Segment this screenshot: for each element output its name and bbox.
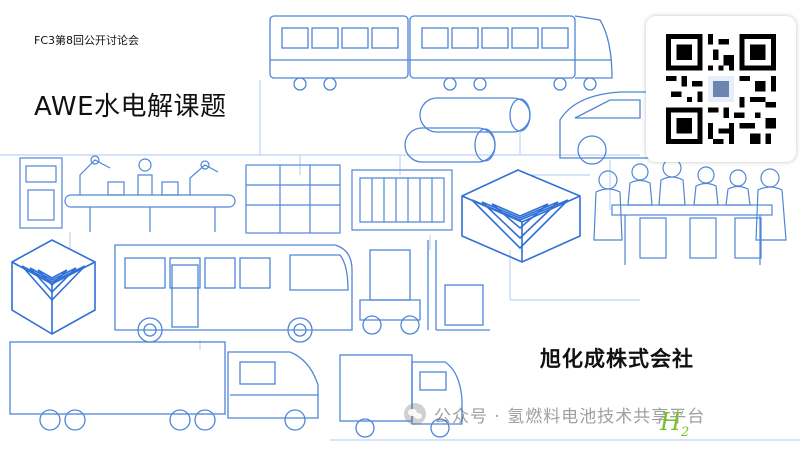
fuel-cell-module-illustration bbox=[245, 164, 453, 234]
train-illustration bbox=[269, 15, 613, 91]
factory-conveyor-illustration bbox=[19, 155, 236, 232]
watermark: 公众号 · 氢燃料电池技术共享平台 bbox=[404, 400, 705, 428]
h2-logo-letter: H bbox=[660, 408, 681, 436]
electrolyser-cube-left bbox=[11, 239, 96, 335]
car-illustration bbox=[559, 91, 651, 165]
slide-title: AWE水电解课题 bbox=[34, 92, 227, 122]
hydrogen-tanks-illustration bbox=[404, 97, 531, 163]
electrolyser-cube-right bbox=[461, 169, 581, 263]
wechat-icon bbox=[404, 403, 426, 425]
bus-illustration bbox=[114, 244, 353, 343]
watermark-text: 公众号 · 氢燃料电池技术共享平台 bbox=[434, 406, 706, 427]
connector-lines bbox=[0, 80, 800, 441]
trucks-illustration bbox=[9, 341, 463, 438]
forklift-illustration bbox=[359, 240, 490, 335]
company-name: 旭化成株式会社 bbox=[540, 347, 694, 371]
h2-logo: H2 bbox=[660, 408, 689, 440]
event-label: FC3第8回公开讨论会 bbox=[34, 34, 140, 47]
h2-logo-subscript: 2 bbox=[680, 424, 690, 440]
qr-code-icon bbox=[666, 34, 776, 144]
qr-code-card bbox=[646, 16, 796, 162]
meeting-people-illustration bbox=[593, 158, 787, 265]
